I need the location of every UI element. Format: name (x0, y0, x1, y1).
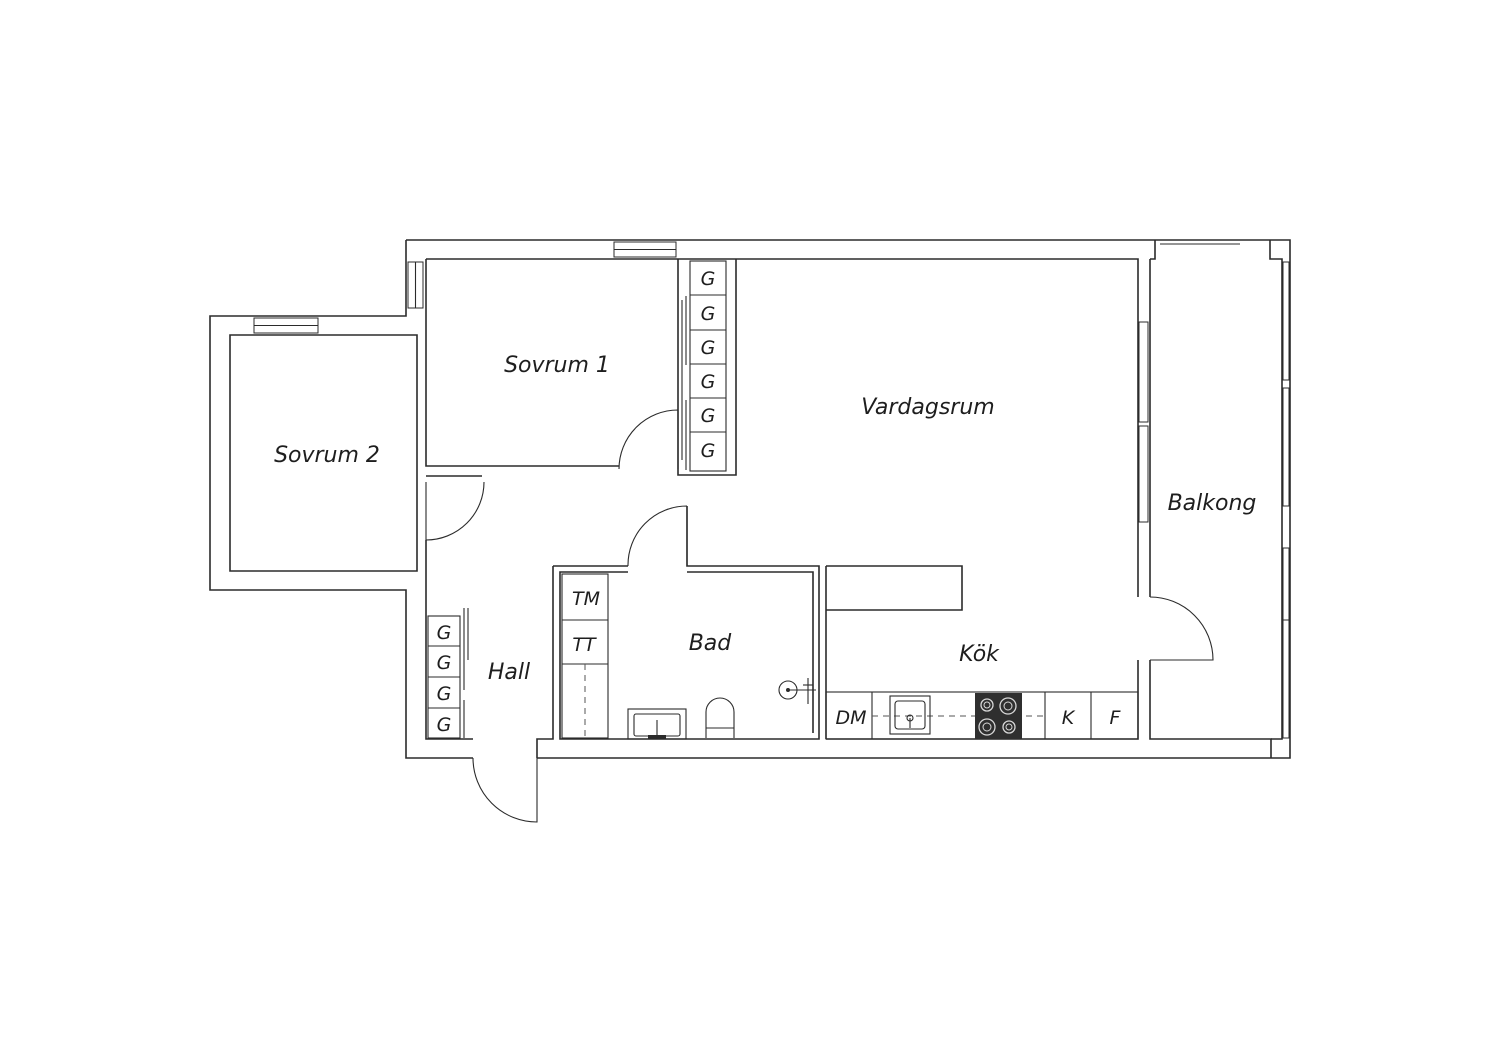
door-sovrum1 (618, 409, 679, 470)
room-label-vardagsrum: Vardagsrum (861, 395, 994, 420)
wardrobe-column-hall: G G G G (427, 608, 469, 739)
wardrobe-label: G (437, 683, 452, 705)
fridge-label: K (1062, 707, 1076, 729)
wardrobe-label: G (701, 303, 716, 325)
windows (253, 241, 1290, 739)
door-entrance (472, 757, 538, 823)
room-label-hall: Hall (488, 660, 530, 685)
wardrobe-column-upper: G G G G G G (681, 260, 727, 472)
room-label-sovrum1: Sovrum 1 (504, 353, 610, 378)
window-vardagsrum-1 (1138, 321, 1149, 423)
window-balkong-1 (1282, 261, 1290, 381)
wardrobe-label: G (437, 714, 452, 736)
washbasin-icon (627, 708, 687, 740)
window-balkong-3 (1282, 547, 1290, 629)
door-bad (627, 505, 688, 567)
dryer-label: TT (572, 634, 597, 656)
laundry-column (561, 573, 609, 739)
wardrobe-label: G (701, 337, 716, 359)
wardrobe-label: G (701, 371, 716, 393)
dishwasher-label: DM (835, 707, 866, 729)
room-label-kok: Kök (959, 642, 1000, 667)
room-label-sovrum2: Sovrum 2 (274, 443, 380, 468)
kitchen-sink-icon (889, 695, 931, 735)
interior-walls (536, 259, 963, 758)
bathroom-fixtures: TM TT (561, 573, 816, 740)
room-label-bad: Bad (689, 631, 733, 656)
window-balkong-2 (1282, 387, 1290, 507)
door-sovrum2 (425, 481, 485, 541)
exterior-walls (209, 239, 1291, 759)
wardrobe-label: G (701, 268, 716, 290)
stove-icon (975, 693, 1022, 739)
room-labels: Sovrum 1 Sovrum 2 Vardagsrum Balkong Bad… (274, 353, 1256, 685)
doors (425, 409, 1214, 823)
window-balkong-4 (1282, 619, 1290, 739)
room-label-balkong: Balkong (1168, 491, 1257, 516)
shower-icon (778, 678, 816, 704)
washing-machine-label: TM (572, 588, 600, 610)
window-vardagsrum-2 (1138, 425, 1149, 523)
door-balkong (1149, 596, 1214, 661)
wardrobe-label: G (701, 405, 716, 427)
wardrobe-label: G (437, 652, 452, 674)
kitchen-counter: DM K F (825, 691, 1139, 740)
wardrobe-label: G (701, 440, 716, 462)
freezer-label: F (1110, 707, 1122, 729)
toilet-icon (705, 697, 735, 738)
wardrobe-label: G (437, 622, 452, 644)
